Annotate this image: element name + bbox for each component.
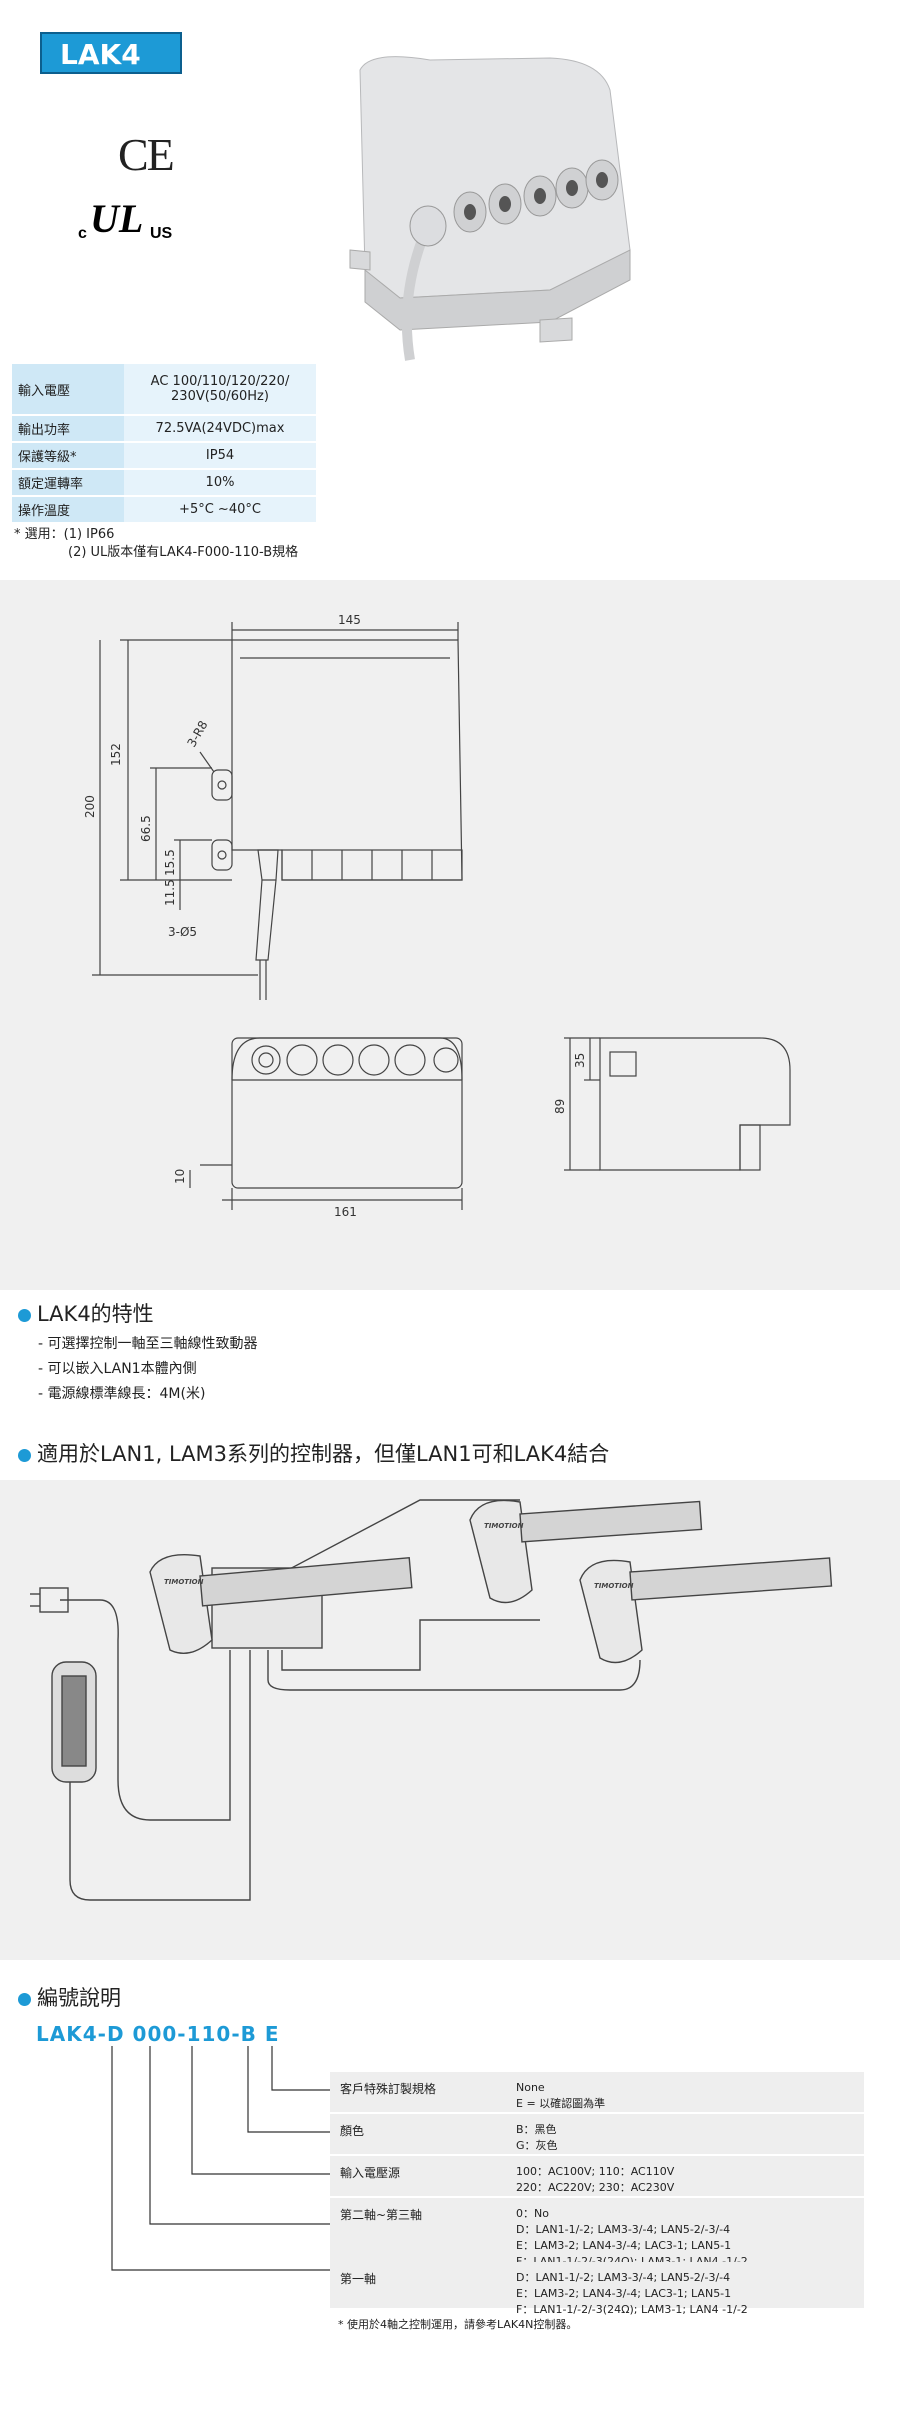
dimension-drawing-section: 145 152 200 3-R8 66.5 15.5 11.5 3-Ø5 161… — [0, 580, 900, 1290]
code-row-value: D：LAN1-1/-2; LAM3-3/-4; LAN5-2/-3/-4 — [516, 2223, 731, 2236]
dim-label: 89 — [553, 1099, 567, 1114]
compat-heading-text: 適用於LAN1, LAM3系列的控制器，但僅LAN1可和LAK4結合 — [37, 1442, 610, 1466]
coding-heading: 編號說明 — [18, 1982, 121, 2012]
dim-label: 15.5 — [163, 849, 177, 876]
features-list: - 可選擇控制一軸至三軸線性致動器 - 可以嵌入LAN1本體內側 - 電源線標準… — [38, 1332, 258, 1407]
dim-label: 66.5 — [139, 815, 153, 842]
note-line: (2) UL版本僅有LAK4-F000-110-B規格 — [68, 545, 299, 560]
product-badge: LAK4 — [40, 32, 182, 74]
code-row-value: E：LAM3-2; LAN4-3/-4; LAC3-1; LAN5-1 — [516, 2287, 732, 2300]
dim-label: 200 — [83, 795, 97, 818]
spec-value: +5°C ~40°C — [124, 496, 316, 524]
spec-key: 操作溫度 — [12, 496, 124, 524]
dim-label: 145 — [338, 613, 361, 627]
code-row-key: 第二軸~第三軸 — [340, 2208, 423, 2222]
code-leader-lines — [111, 2046, 330, 2271]
svg-text:c: c — [78, 225, 87, 242]
spec-value: 72.5VA(24VDC)max — [124, 415, 316, 443]
dim-label: 152 — [109, 743, 123, 766]
dimension-drawing: 145 152 200 3-R8 66.5 15.5 11.5 3-Ø5 161… — [83, 613, 791, 1219]
feature-item: - 電源線標準線長：4M(米) — [38, 1386, 206, 1402]
dim-label: 11.5 — [163, 879, 177, 906]
code-part: - — [97, 2022, 107, 2046]
coding-footnote: * 使用於4軸之控制運用，請參考LAK4N控制器。 — [338, 2318, 578, 2331]
code-part: 000 — [132, 2022, 178, 2046]
wiring-illustration: TIMOTION TIMOTION TIMOTION — [30, 1499, 833, 1901]
bullet-icon — [18, 1448, 31, 1462]
code-row-value: E：LAM3-2; LAN4-3/-4; LAC3-1; LAN5-1 — [516, 2239, 732, 2252]
features-heading-text: LAK4的特性 — [37, 1302, 154, 1326]
code-row-value: 0：No — [516, 2207, 549, 2220]
svg-text:UL: UL — [90, 198, 143, 241]
code-part: E — [264, 2022, 280, 2046]
ul-mark: c UL US — [78, 196, 188, 244]
code-row-value: 220：AC220V; 230：AC230V — [516, 2181, 675, 2194]
bullet-icon — [18, 1992, 31, 2006]
code-row: 輸入電壓源 100：AC100V; 110：AC110V 220：AC220V; … — [330, 2156, 864, 2198]
wiring-illustration-section: TIMOTION TIMOTION TIMOTION — [0, 1480, 900, 1960]
code-part: - — [231, 2022, 241, 2046]
spec-row: 保護等級*IP54 — [12, 442, 316, 470]
code-row-key: 顏色 — [340, 2124, 365, 2138]
dim-label: 3-R8 — [184, 718, 210, 749]
features-heading: LAK4的特性 — [18, 1298, 154, 1328]
svg-text:US: US — [150, 225, 173, 242]
code-part: LAK4 — [36, 2022, 98, 2046]
ul-logo-icon: c UL US — [78, 196, 173, 242]
spec-value: AC 100/110/120/220/ 230V(50/60Hz) — [124, 364, 316, 416]
coding-heading-text: 編號說明 — [37, 1986, 121, 2010]
feature-item: - 可以嵌入LAN1本體內側 — [38, 1361, 197, 1377]
brand-label: TIMOTION — [594, 1582, 634, 1590]
bullet-icon — [18, 1308, 31, 1322]
dim-label: 35 — [573, 1053, 587, 1068]
compat-heading: 適用於LAN1, LAM3系列的控制器，但僅LAN1可和LAK4結合 — [18, 1438, 609, 1468]
code-part: B — [240, 2022, 257, 2046]
spec-value: IP54 — [124, 442, 316, 470]
product-photo — [310, 40, 650, 370]
code-row: 客戶特殊訂製規格 None E = 以確認圖為準 — [330, 2072, 864, 2114]
model-code: LAK4-D 000-110-B E — [36, 2022, 280, 2046]
feature-item: - 可選擇控制一軸至三軸線性致動器 — [38, 1336, 258, 1352]
brand-label: TIMOTION — [164, 1578, 204, 1586]
code-part: - — [177, 2022, 187, 2046]
ce-mark: CE — [118, 129, 175, 180]
code-part: D — [106, 2022, 125, 2046]
spec-notes: * 選用：(1) IP66 (2) UL版本僅有LAK4-F000-110-B規… — [14, 526, 298, 562]
spec-key: 保護等級* — [12, 442, 124, 470]
code-row-value: 100：AC100V; 110：AC110V — [516, 2165, 675, 2178]
code-row-value: B：黑色 — [516, 2123, 557, 2136]
dim-label: 161 — [334, 1205, 357, 1219]
code-row-key: 輸入電壓源 — [340, 2166, 401, 2180]
code-row: 顏色 B：黑色 G：灰色 — [330, 2114, 864, 2156]
dim-label: 3-Ø5 — [168, 925, 197, 939]
code-row-value: E = 以確認圖為準 — [516, 2097, 606, 2110]
code-row-value: F：LAN1-1/-2/-3(24Ω); LAM3-1; LAN4 -1/-2 — [516, 2303, 748, 2316]
code-row-value: G：灰色 — [516, 2139, 558, 2152]
brand-label: TIMOTION — [484, 1522, 524, 1530]
spec-key: 輸出功率 — [12, 415, 124, 443]
spec-key: 輸入電壓 — [12, 364, 124, 416]
code-row-value: None — [516, 2081, 545, 2094]
code-row: 第一軸 D：LAN1-1/-2; LAM3-3/-4; LAN5-2/-3/-4… — [330, 2262, 864, 2316]
spec-row: 操作溫度+5°C ~40°C — [12, 496, 316, 524]
spec-value: 10% — [124, 469, 316, 497]
code-part: 110 — [186, 2022, 232, 2046]
code-row-key: 第一軸 — [340, 2272, 377, 2286]
spec-key: 額定運轉率 — [12, 469, 124, 497]
code-row-key: 客戶特殊訂製規格 — [340, 2082, 437, 2096]
code-row-value: D：LAN1-1/-2; LAM3-3/-4; LAN5-2/-3/-4 — [516, 2271, 731, 2284]
dim-label: 10 — [173, 1169, 187, 1184]
note-line: * 選用：(1) IP66 — [14, 527, 115, 542]
